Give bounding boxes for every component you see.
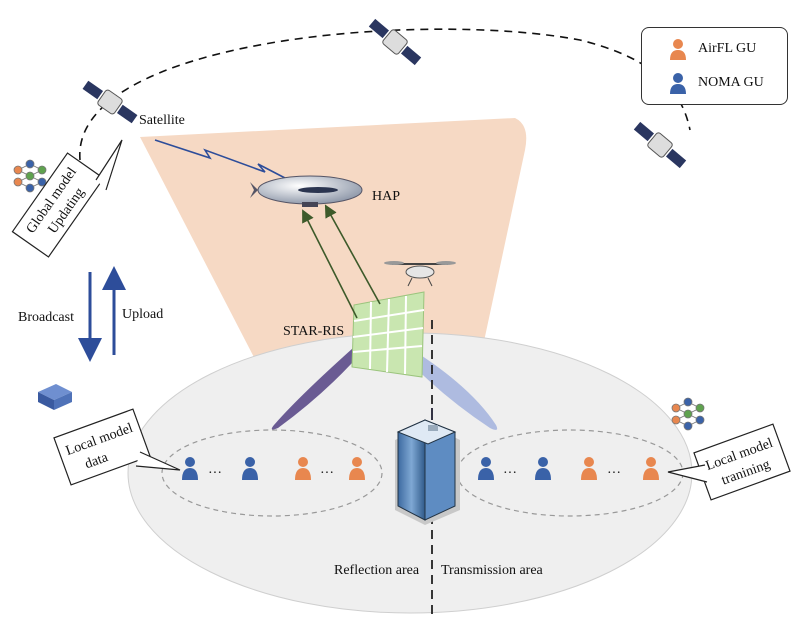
neural-network-icon-right: [671, 397, 705, 431]
server-icon: [38, 384, 72, 410]
star-ris-panel: [351, 291, 425, 378]
global-callout-pointer: [95, 139, 123, 191]
ellipsis-t1: ···: [503, 466, 517, 481]
legend-item-noma: NOMA GU: [642, 70, 787, 100]
satellite-label: Satellite: [139, 113, 185, 128]
satellite-top-icon: [368, 18, 422, 66]
airfl-user-icon: [670, 39, 686, 60]
user-noma-4: [535, 457, 551, 480]
hap-coverage-beam: [140, 118, 527, 375]
broadcast-label: Broadcast: [18, 310, 74, 325]
hap-label: HAP: [372, 189, 400, 204]
legend-airfl-label: AirFL GU: [698, 41, 757, 56]
legend: AirFL GU NOMA GU: [641, 27, 788, 105]
noma-user-icon: [670, 73, 686, 94]
upload-label: Upload: [122, 307, 163, 322]
reflection-area-label: Reflection area: [334, 563, 420, 578]
reflected-beam: [271, 340, 368, 430]
global-model-callout: Global model Updating: [11, 152, 105, 258]
neural-network-icon-left: [13, 159, 47, 193]
uplink-arrow-1: [302, 209, 358, 319]
star-ris-label: STAR-RIS: [283, 324, 344, 339]
user-noma-2: [242, 457, 258, 480]
satellite-right-icon: [633, 121, 687, 169]
user-noma-1: [182, 457, 198, 480]
uplink-arrow-2: [324, 204, 381, 305]
local-data-callout: Local model data: [53, 408, 151, 486]
drone-icon: [384, 261, 456, 287]
satellite-hap-link: [154, 139, 286, 179]
hap-airship-icon: HAP: [250, 175, 400, 207]
building-icon: [395, 408, 460, 525]
reflection-user-group: [161, 429, 383, 517]
ellipsis-t2: ···: [607, 466, 621, 481]
legend-item-airfl: AirFL GU: [642, 36, 787, 66]
user-airfl-2: [349, 457, 365, 480]
legend-noma-label: NOMA GU: [698, 75, 764, 90]
transmitted-beam: [400, 345, 498, 430]
transmission-area-label: Transmission area: [441, 563, 544, 578]
user-airfl-1: [295, 457, 311, 480]
user-airfl-4: [643, 457, 659, 480]
local-train-callout: Local model tranining: [693, 423, 791, 501]
user-noma-3: [478, 457, 494, 480]
satellite-left-icon: [82, 80, 138, 124]
ellipsis-r2: ···: [320, 466, 334, 481]
local-data-pointer: [135, 451, 181, 471]
ellipsis-r1: ···: [208, 466, 222, 481]
local-train-pointer: [667, 464, 708, 483]
user-airfl-3: [581, 457, 597, 480]
